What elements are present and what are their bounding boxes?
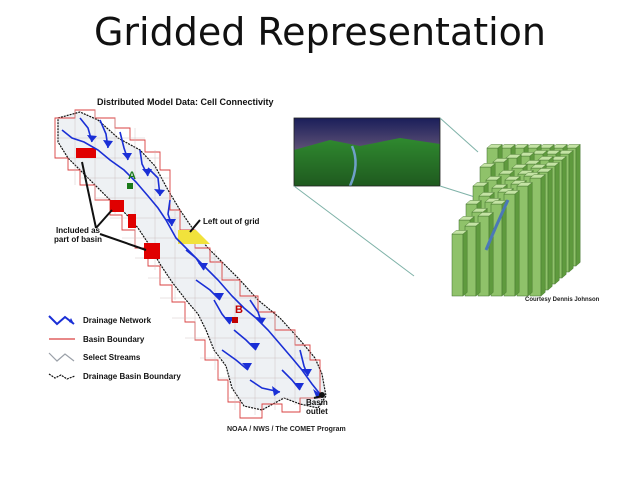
column-grid [451, 143, 581, 297]
grid-column [451, 229, 468, 297]
point-a-label: A [128, 170, 136, 182]
figure-subtitle: Distributed Model Data: Cell Connectivit… [97, 97, 274, 107]
drainage-network-icon [48, 315, 75, 326]
drainage-basin-boundary-icon [48, 373, 76, 380]
select-streams-icon [48, 352, 75, 362]
callout-arrows [81, 161, 323, 399]
legend-label: Basin Boundary [83, 334, 145, 344]
basin-boundary-icon [49, 338, 75, 340]
point-b-label: B [235, 304, 243, 316]
included-label: Included as part of basin [53, 226, 102, 244]
landscape-image [293, 117, 441, 187]
figure-credit: NOAA / NWS / The COMET Program [227, 426, 346, 433]
legend-label: Drainage Basin Boundary [83, 371, 181, 381]
legend-item-select-streams: Select Streams [47, 351, 140, 363]
included-cells [76, 148, 160, 259]
legend-item-drainage-network: Drainage Network [47, 314, 151, 326]
point-b-marker [232, 317, 238, 323]
outlet-label: Basin outlet [306, 398, 328, 416]
grid-column [503, 189, 520, 297]
left-out-label: Left out of grid [203, 217, 260, 226]
connector-lines [293, 117, 479, 277]
grid-column [464, 221, 481, 297]
legend-item-basin-boundary: Basin Boundary [47, 333, 144, 345]
legend-item-drainage-basin-boundary: Drainage Basin Boundary [47, 370, 181, 382]
legend-label: Select Streams [83, 352, 141, 362]
river-channel [484, 199, 510, 251]
arrow-heads [87, 135, 320, 399]
slide-title: Gridded Representation [93, 10, 547, 54]
drainage-basin-outline [57, 111, 327, 411]
point-a-marker [127, 183, 133, 189]
grid-credit: Courtesy Dennis Johnson [525, 297, 600, 303]
grid-column [529, 173, 546, 297]
legend-label: Drainage Network [83, 315, 152, 325]
excluded-cell [178, 230, 210, 244]
